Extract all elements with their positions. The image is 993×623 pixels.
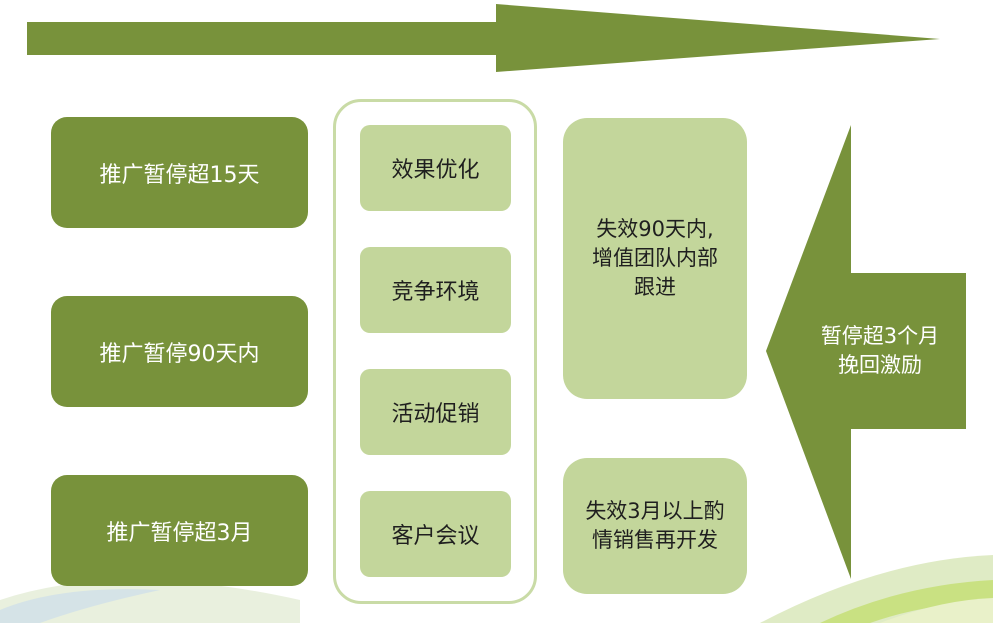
action-label: 失效90天内, 增值团队内部 跟进 <box>592 217 718 299</box>
factor-box-promotion: 活动促销 <box>360 369 511 455</box>
factor-label: 效果优化 <box>391 158 480 183</box>
stage-label: 推广暂停超3月 <box>106 520 253 546</box>
factor-box-meeting: 客户会议 <box>360 491 511 577</box>
stage-box-90-days: 推广暂停90天内 <box>51 296 308 407</box>
stage-box-15-days: 推广暂停超15天 <box>51 117 308 228</box>
factor-box-effect: 效果优化 <box>360 125 511 211</box>
stage-label: 推广暂停90天内 <box>99 341 260 367</box>
action-label: 失效3月以上酌 情销售再开发 <box>585 499 725 552</box>
factor-label: 客户会议 <box>391 524 480 549</box>
stage-label: 推广暂停超15天 <box>99 162 260 188</box>
action-box-within-90-days: 失效90天内, 增值团队内部 跟进 <box>563 118 747 399</box>
action-box-over-3-months: 失效3月以上酌 情销售再开发 <box>563 458 747 594</box>
factor-box-competition: 竞争环境 <box>360 247 511 333</box>
factor-label: 活动促销 <box>391 402 480 427</box>
factor-label: 竞争环境 <box>391 280 480 305</box>
stage-box-3-months: 推广暂停超3月 <box>51 475 308 586</box>
incentive-arrow-label: 暂停超3个月 挽回激励 <box>820 324 940 377</box>
